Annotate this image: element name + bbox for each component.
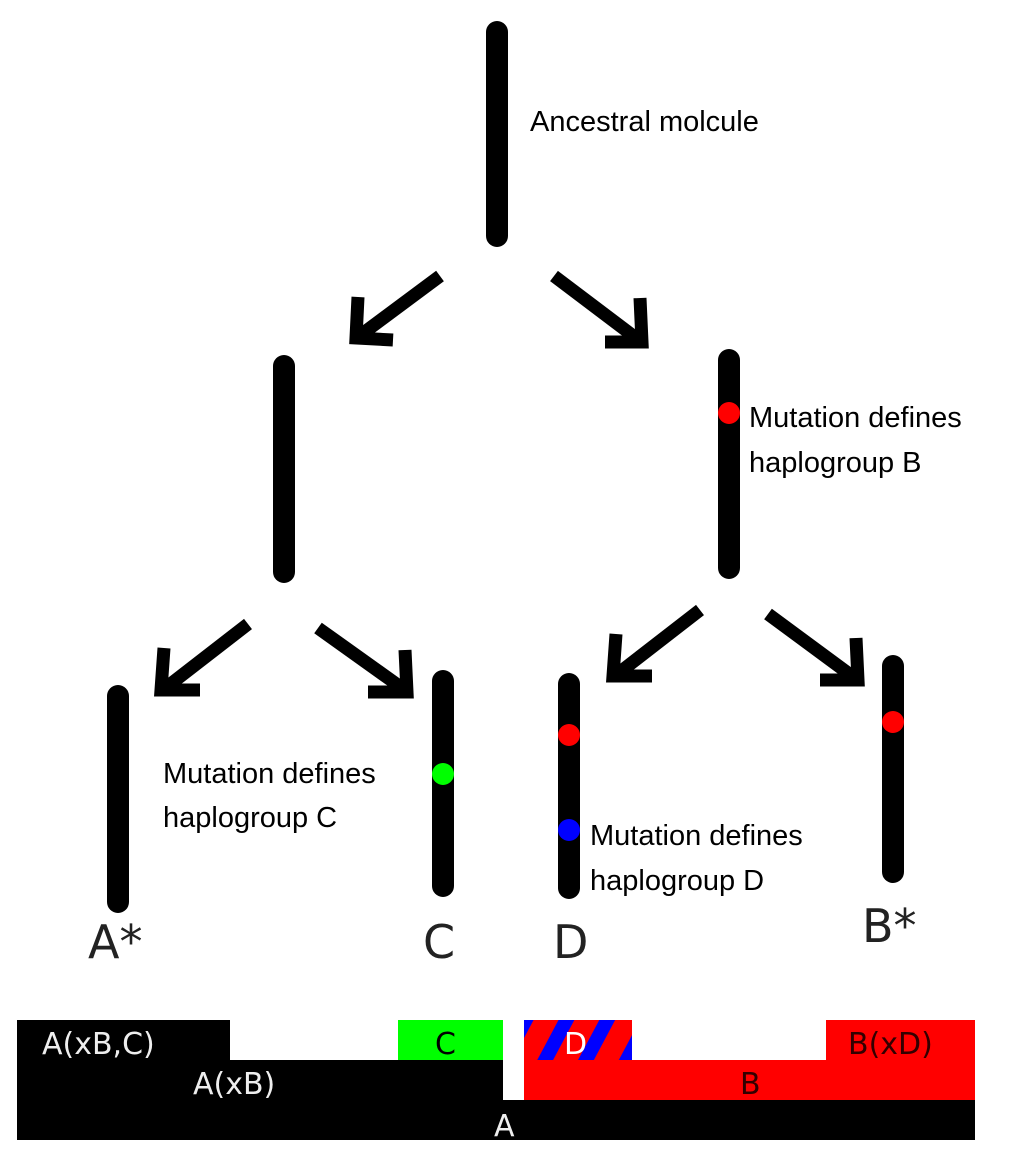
leaf-label-c: C	[423, 915, 455, 969]
arrow-down-left-icon	[154, 618, 252, 697]
arrow-down-right-icon	[550, 270, 649, 349]
segment-a-xb	[17, 1060, 503, 1101]
mutation-c-label: haplogroup C	[163, 802, 337, 834]
haplogroup-bar: A(xB,C) A(xB) A C D B B(xD)	[17, 1020, 975, 1144]
bar-label-axb: A(xB)	[193, 1067, 275, 1102]
arrow-down-right-icon	[764, 608, 865, 687]
ancestral-label: Ancestral molcule	[530, 106, 759, 138]
segment-d	[524, 1020, 632, 1060]
bar-label-d: D	[564, 1027, 587, 1062]
arrow-down-left-icon	[606, 604, 704, 683]
segment-b-xd	[826, 1020, 975, 1061]
bar-label-bxd: B(xD)	[848, 1027, 933, 1062]
mutation-c-label: Mutation defines	[163, 758, 376, 790]
segment-b	[524, 1060, 975, 1100]
mutation-c-marker	[432, 763, 454, 785]
mutation-d-label: Mutation defines	[590, 820, 803, 852]
mutation-d-label: haplogroup D	[590, 865, 764, 897]
bar-label-b: B	[740, 1067, 761, 1102]
leaf-label-a: A*	[88, 915, 142, 969]
leaf-label-b: B*	[862, 899, 917, 953]
leaf-label-d: D	[553, 915, 588, 969]
arrow-down-left-icon	[349, 270, 444, 347]
bar-label-axbc: A(xB,C)	[42, 1027, 155, 1062]
mutation-d-marker	[558, 819, 580, 841]
mutation-b-label: haplogroup B	[749, 447, 922, 479]
mutation-b-marker	[718, 402, 740, 424]
mutation-b-marker	[558, 724, 580, 746]
segment-a-xbc	[17, 1020, 230, 1061]
mutation-b-label: Mutation defines	[749, 402, 962, 434]
segment-c	[398, 1020, 503, 1060]
segment-a	[17, 1100, 975, 1140]
bar-label-c: C	[435, 1027, 456, 1062]
bar-label-a: A	[494, 1109, 515, 1144]
mutation-b-marker	[882, 711, 904, 733]
arrow-down-right-icon	[314, 622, 414, 699]
